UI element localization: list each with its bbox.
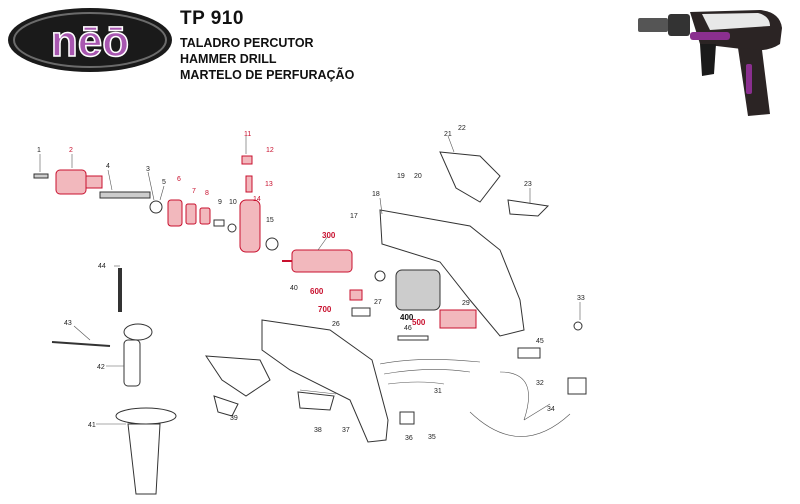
label-part-600: 600 xyxy=(310,287,324,296)
brand-logo: nēō xyxy=(6,6,174,79)
logo-text: nēō xyxy=(51,17,129,66)
label-part-29: 29 xyxy=(462,300,470,307)
label-part-10: 10 xyxy=(229,199,237,206)
product-heading: TP 910 TALADRO PERCUTOR HAMMER DRILL MAR… xyxy=(180,8,354,84)
label-part-26: 26 xyxy=(332,321,340,328)
part-housing xyxy=(379,151,550,337)
part-chuck xyxy=(33,155,279,253)
label-part-1: 1 xyxy=(37,147,41,154)
label-part-37: 37 xyxy=(342,427,350,434)
label-part-39: 39 xyxy=(230,415,238,422)
label-part-4: 4 xyxy=(106,163,110,170)
leader-lines xyxy=(39,135,581,425)
label-part-36: 36 xyxy=(405,435,413,442)
label-part-15: 15 xyxy=(266,217,274,224)
part-armature xyxy=(282,249,386,282)
label-part-34: 34 xyxy=(547,406,555,413)
label-part-35: 35 xyxy=(428,434,436,441)
label-part-32: 32 xyxy=(536,380,544,387)
title-spanish: TALADRO PERCUTOR xyxy=(180,36,314,50)
label-part-27: 27 xyxy=(374,299,382,306)
label-part-300: 300 xyxy=(322,231,336,240)
label-part-19: 19 xyxy=(397,173,405,180)
label-part-18: 18 xyxy=(372,191,380,198)
part-switch xyxy=(439,309,477,329)
label-part-23: 23 xyxy=(524,181,532,188)
part-stator xyxy=(395,269,441,311)
part-side-handle xyxy=(51,268,177,495)
label-part-46: 46 xyxy=(404,325,412,332)
part-number-labels: 1 2 3 4 5 6 7 8 9 10 11 12 13 14 15 17 1… xyxy=(37,125,585,442)
label-part-14: 14 xyxy=(253,196,261,203)
label-part-31: 31 xyxy=(434,388,442,395)
label-part-8: 8 xyxy=(205,190,209,197)
label-part-41: 41 xyxy=(88,422,96,429)
label-part-22: 22 xyxy=(458,125,466,132)
product-photo xyxy=(630,4,790,127)
label-part-42: 42 xyxy=(97,364,105,371)
part-brush xyxy=(351,307,371,317)
part-handle xyxy=(205,319,389,443)
label-part-43: 43 xyxy=(64,320,72,327)
label-part-20: 20 xyxy=(414,173,422,180)
label-part-500: 500 xyxy=(412,318,426,327)
label-part-7: 7 xyxy=(192,188,196,195)
label-part-400: 400 xyxy=(400,313,414,322)
model-number: TP 910 xyxy=(180,8,244,29)
title-english: HAMMER DRILL xyxy=(180,52,277,66)
label-part-38: 38 xyxy=(314,427,322,434)
label-part-12: 12 xyxy=(266,147,274,154)
label-part-3: 3 xyxy=(146,166,150,173)
part-brush-holder xyxy=(349,289,363,301)
label-part-9: 9 xyxy=(218,199,222,206)
label-part-40: 40 xyxy=(290,285,298,292)
part-cables xyxy=(299,321,587,437)
label-part-5: 5 xyxy=(162,179,166,186)
label-part-6: 6 xyxy=(177,176,181,183)
label-part-700: 700 xyxy=(318,305,332,314)
label-part-11: 11 xyxy=(244,131,251,138)
label-part-13: 13 xyxy=(265,181,273,188)
label-part-2: 2 xyxy=(69,147,73,154)
label-part-44: 44 xyxy=(98,263,106,270)
title-portuguese: MARTELO DE PERFURAÇÃO xyxy=(180,68,355,82)
label-part-33: 33 xyxy=(577,295,585,302)
label-part-21: 21 xyxy=(444,131,452,138)
label-part-17: 17 xyxy=(350,213,358,220)
label-part-45: 45 xyxy=(536,338,544,345)
